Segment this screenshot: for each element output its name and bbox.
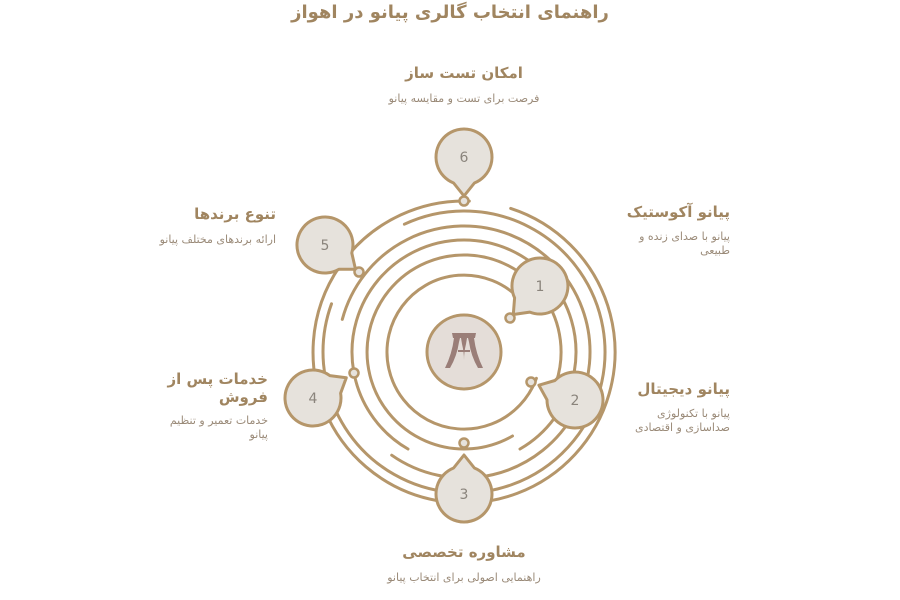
item-2-label: پیانو دیجیتال پیانو با تکنولوژی صداسازی …: [612, 380, 730, 435]
item-1-label: پیانو آکوستیک پیانو با صدای زنده و طبیعی: [610, 203, 730, 258]
item-2-description: پیانو با تکنولوژی صداسازی و اقتصادی: [635, 407, 730, 434]
item-1-description: پیانو با صدای زنده و طبیعی: [639, 230, 730, 257]
marker-bubble: [295, 215, 357, 275]
marker-pointer-dot: [353, 266, 365, 278]
item-1-title: پیانو آکوستیک: [626, 203, 730, 221]
item-6-description: فرصت برای تست و مقایسه پیانو: [388, 92, 540, 105]
item-3-description: راهنمایی اصولی برای انتخاب پیانو: [387, 571, 541, 584]
marker-bubble: [510, 256, 570, 316]
marker-number: 5: [321, 238, 330, 254]
marker-number: 3: [460, 487, 469, 503]
item-3-title: مشاوره تخصصی: [402, 543, 526, 561]
item-4-description: خدمات تعمیر و تنظیم پیانو: [169, 414, 268, 441]
item-3-label: مشاوره تخصصی راهنمایی اصولی برای انتخاب …: [364, 543, 564, 585]
marker-bubble: [283, 368, 348, 428]
center-hub: [425, 313, 503, 391]
marker-bubble: [537, 370, 605, 430]
step-marker-2: 2: [525, 370, 605, 430]
step-marker-5: 5: [295, 215, 365, 278]
step-marker-1: 1: [504, 256, 570, 324]
step-markers: 1 2 3 4 5 6: [283, 127, 605, 524]
step-marker-4: 4: [283, 367, 360, 428]
item-5-label: تنوع برندها ارائه برندهای مختلف پیانو: [120, 205, 276, 247]
step-marker-6: 6: [434, 127, 494, 207]
marker-number: 1: [536, 279, 545, 295]
orbit-ring-1: [385, 273, 538, 431]
marker-number: 4: [309, 391, 318, 407]
marker-bubble: [434, 127, 494, 198]
marker-pointer-dot: [458, 195, 470, 207]
azadi-tower-icon: [445, 333, 483, 368]
page-title: راهنمای انتخاب گالری پیانو در اهواز: [291, 2, 609, 23]
item-6-label: امکان تست ساز فرصت برای تست و مقایسه پیا…: [364, 64, 564, 106]
marker-number: 2: [571, 393, 580, 409]
item-5-description: ارائه برندهای مختلف پیانو: [159, 233, 276, 246]
orbit-ring-5: [321, 209, 607, 495]
marker-pointer-dot: [504, 312, 516, 324]
marker-pointer-dot: [458, 437, 470, 449]
item-5-title: تنوع برندها: [194, 205, 276, 223]
item-6-title: امکان تست ساز: [405, 64, 523, 82]
marker-pointer-dot: [525, 376, 537, 388]
item-2-title: پیانو دیجیتال: [637, 380, 730, 398]
marker-number: 6: [460, 150, 469, 166]
marker-bubble: [434, 453, 494, 524]
marker-pointer-dot: [348, 367, 360, 379]
step-marker-3: 3: [434, 437, 494, 524]
item-4-title: خدمات پس از فروش: [167, 370, 268, 406]
item-4-label: خدمات پس از فروش خدمات تعمیر و تنظیم پیا…: [150, 370, 268, 442]
